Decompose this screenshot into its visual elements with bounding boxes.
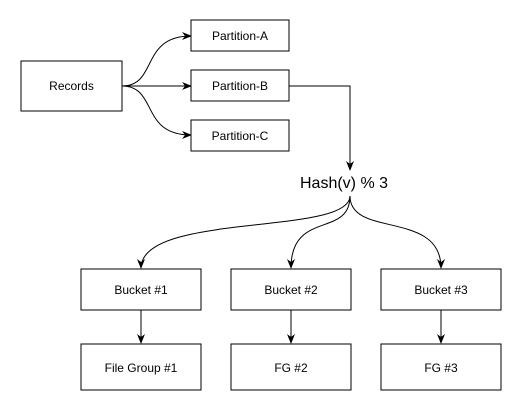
- file-group-1-box: [80, 343, 202, 391]
- file-group-1-label: File Group #1: [105, 361, 178, 375]
- hash-label: Hash(v) % 3: [300, 175, 388, 192]
- edge-partition-b-hash: [289, 85, 354, 171]
- bucket-1-label: Bucket #1: [114, 283, 168, 297]
- node-fg-3: FG #3: [380, 343, 502, 391]
- bucket-3-box: [380, 268, 502, 311]
- edge-hash-bucket-2: [287, 195, 351, 269]
- fg-3-box: [380, 343, 502, 391]
- node-bucket-3: Bucket #3: [380, 268, 502, 311]
- node-records: Records: [20, 60, 123, 112]
- partition-b-label: Partition-B: [212, 79, 268, 93]
- edge-records-partition-a: [121, 32, 192, 87]
- node-bucket-1: Bucket #1: [80, 268, 202, 311]
- node-fg-2: FG #2: [230, 343, 352, 391]
- bucket-2-label: Bucket #2: [264, 283, 318, 297]
- partition-a-box: [190, 19, 290, 52]
- partition-c-box: [190, 119, 290, 152]
- node-partition-a: Partition-A: [190, 19, 290, 52]
- node-partition-b: Partition-B: [190, 69, 290, 102]
- edge-hash-bucket-3: [349, 195, 445, 269]
- partition-b-box: [190, 69, 290, 102]
- partition-a-label: Partition-A: [212, 29, 268, 43]
- fg-2-box: [230, 343, 352, 391]
- records-box: [20, 60, 123, 112]
- edge-hash-bucket-1: [137, 195, 351, 269]
- records-label: Records: [49, 79, 94, 93]
- edge-records-partition-c: [121, 85, 192, 139]
- edges: [121, 32, 445, 344]
- bucket-3-label: Bucket #3: [414, 283, 468, 297]
- partition-c-label: Partition-C: [212, 129, 269, 143]
- fg-2-label: FG #2: [274, 361, 308, 375]
- fg-3-label: FG #3: [424, 361, 458, 375]
- node-bucket-2: Bucket #2: [230, 268, 352, 311]
- bucket-1-box: [80, 268, 202, 311]
- bucket-2-box: [230, 268, 352, 311]
- node-file-group-1: File Group #1: [80, 343, 202, 391]
- node-partition-c: Partition-C: [190, 119, 290, 152]
